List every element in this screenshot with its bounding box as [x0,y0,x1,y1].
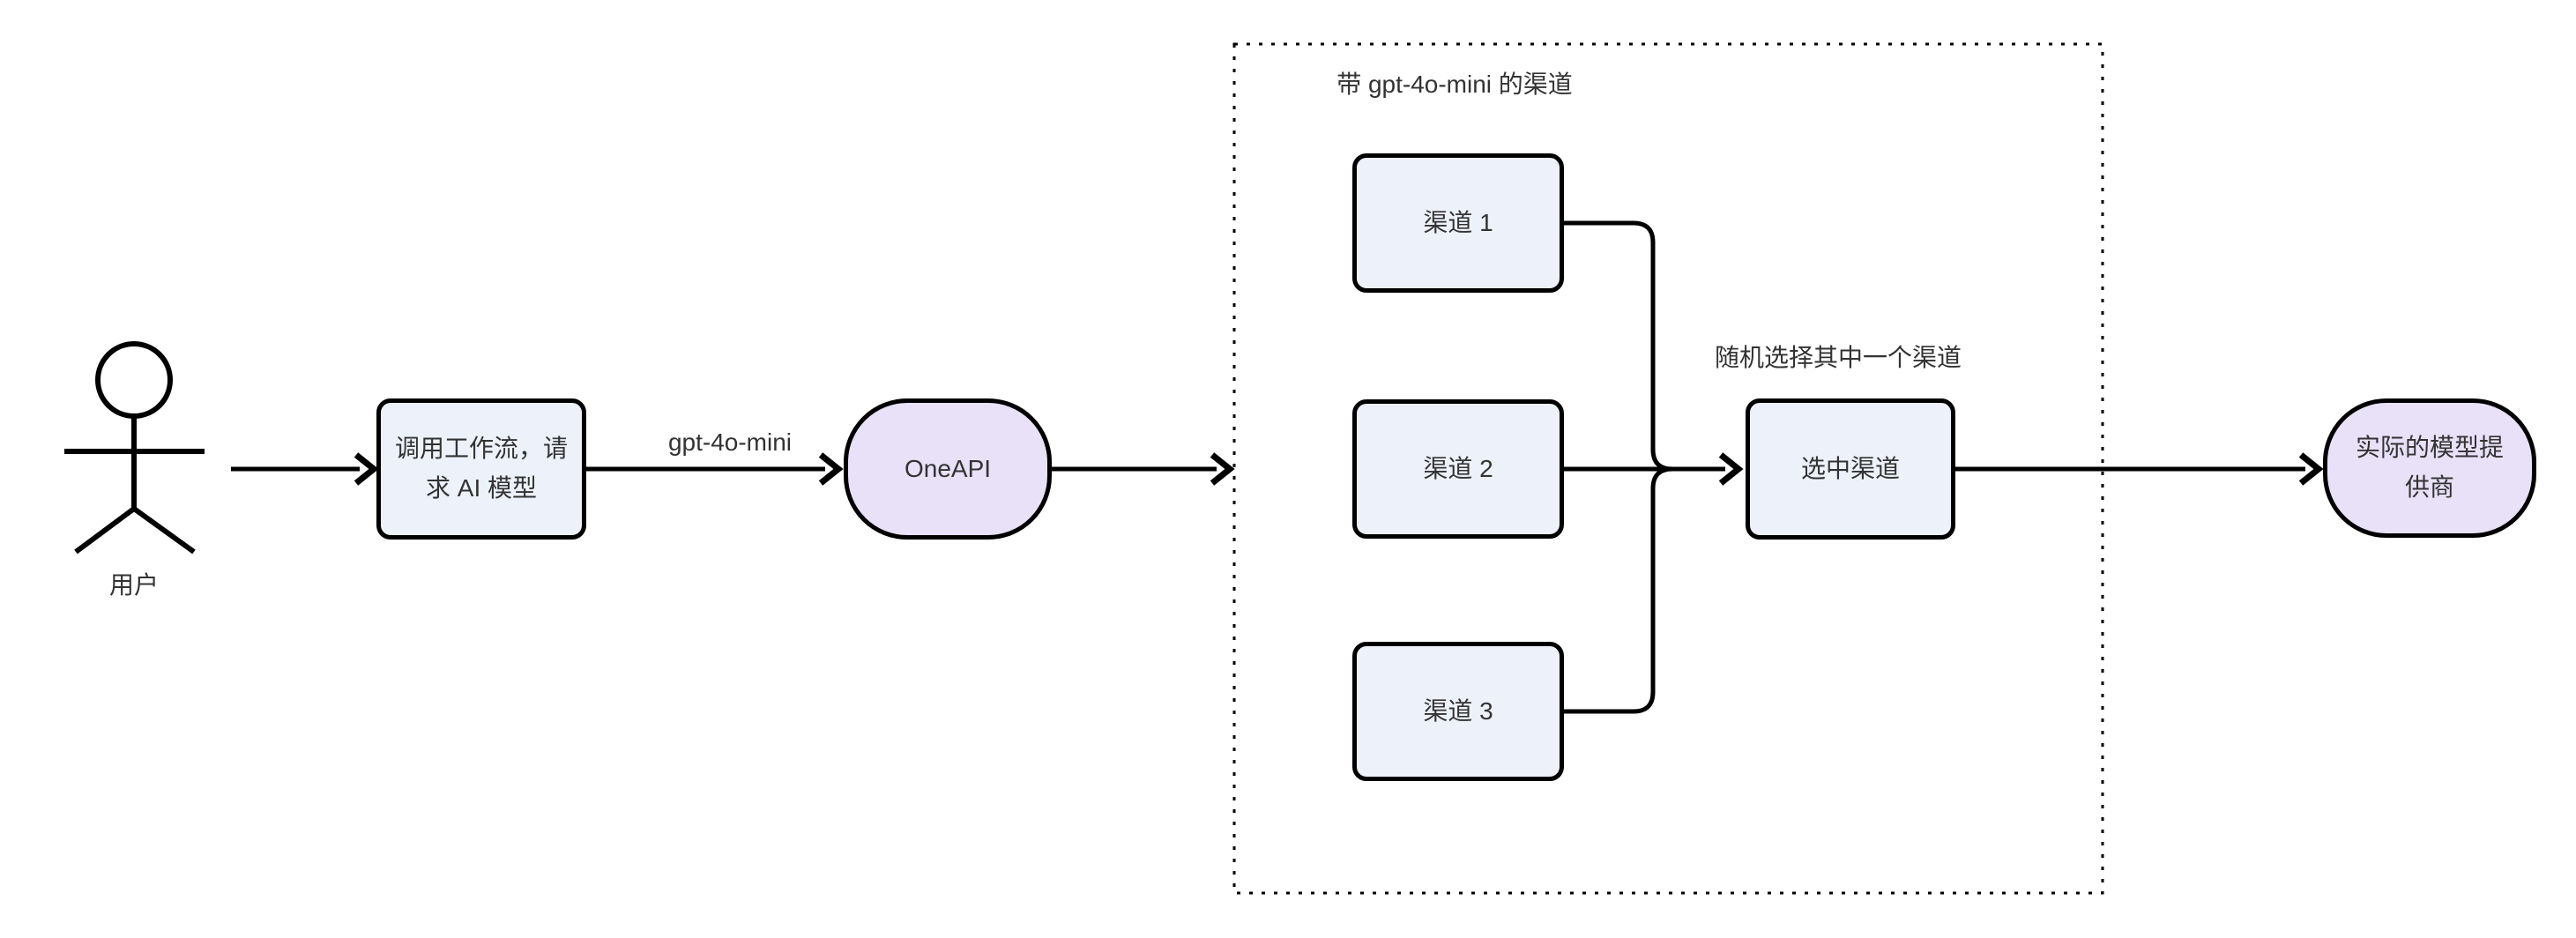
arrowhead-workflow [354,452,379,486]
node-channel-1: 渠道 1 [1352,153,1564,293]
node-channel-2: 渠道 2 [1352,399,1564,539]
node-channel-3: 渠道 3 [1352,642,1564,781]
node-model-provider: 实际的模型提 供商 [2323,398,2536,538]
arrowhead-provider [2298,452,2324,486]
user-actor-figure [64,341,205,555]
actor-leg-left [74,506,136,555]
edge-label-random-select: 随机选择其中一个渠道 [1714,344,1962,371]
subgraph-border [1232,42,2104,895]
edge-channel1-selected [1564,220,1673,472]
actor-head [95,341,173,419]
arrowhead-subgraph [1210,452,1235,486]
arrowhead-selected [1718,452,1744,486]
edge-channel3-selected [1564,466,1673,714]
edge-label-gpt-4o-mini: gpt-4o-mini [667,428,793,456]
node-oneapi: OneAPI [844,398,1052,540]
subgraph-title: 带 gpt-4o-mini 的渠道 [1336,71,1573,98]
node-workflow: 调用工作流，请 求 AI 模型 [376,398,586,540]
arrowhead-oneapi [818,452,844,486]
actor-leg-right [132,506,196,555]
actor-label: 用户 [108,571,159,599]
node-selected-channel: 选中渠道 [1746,398,1955,540]
